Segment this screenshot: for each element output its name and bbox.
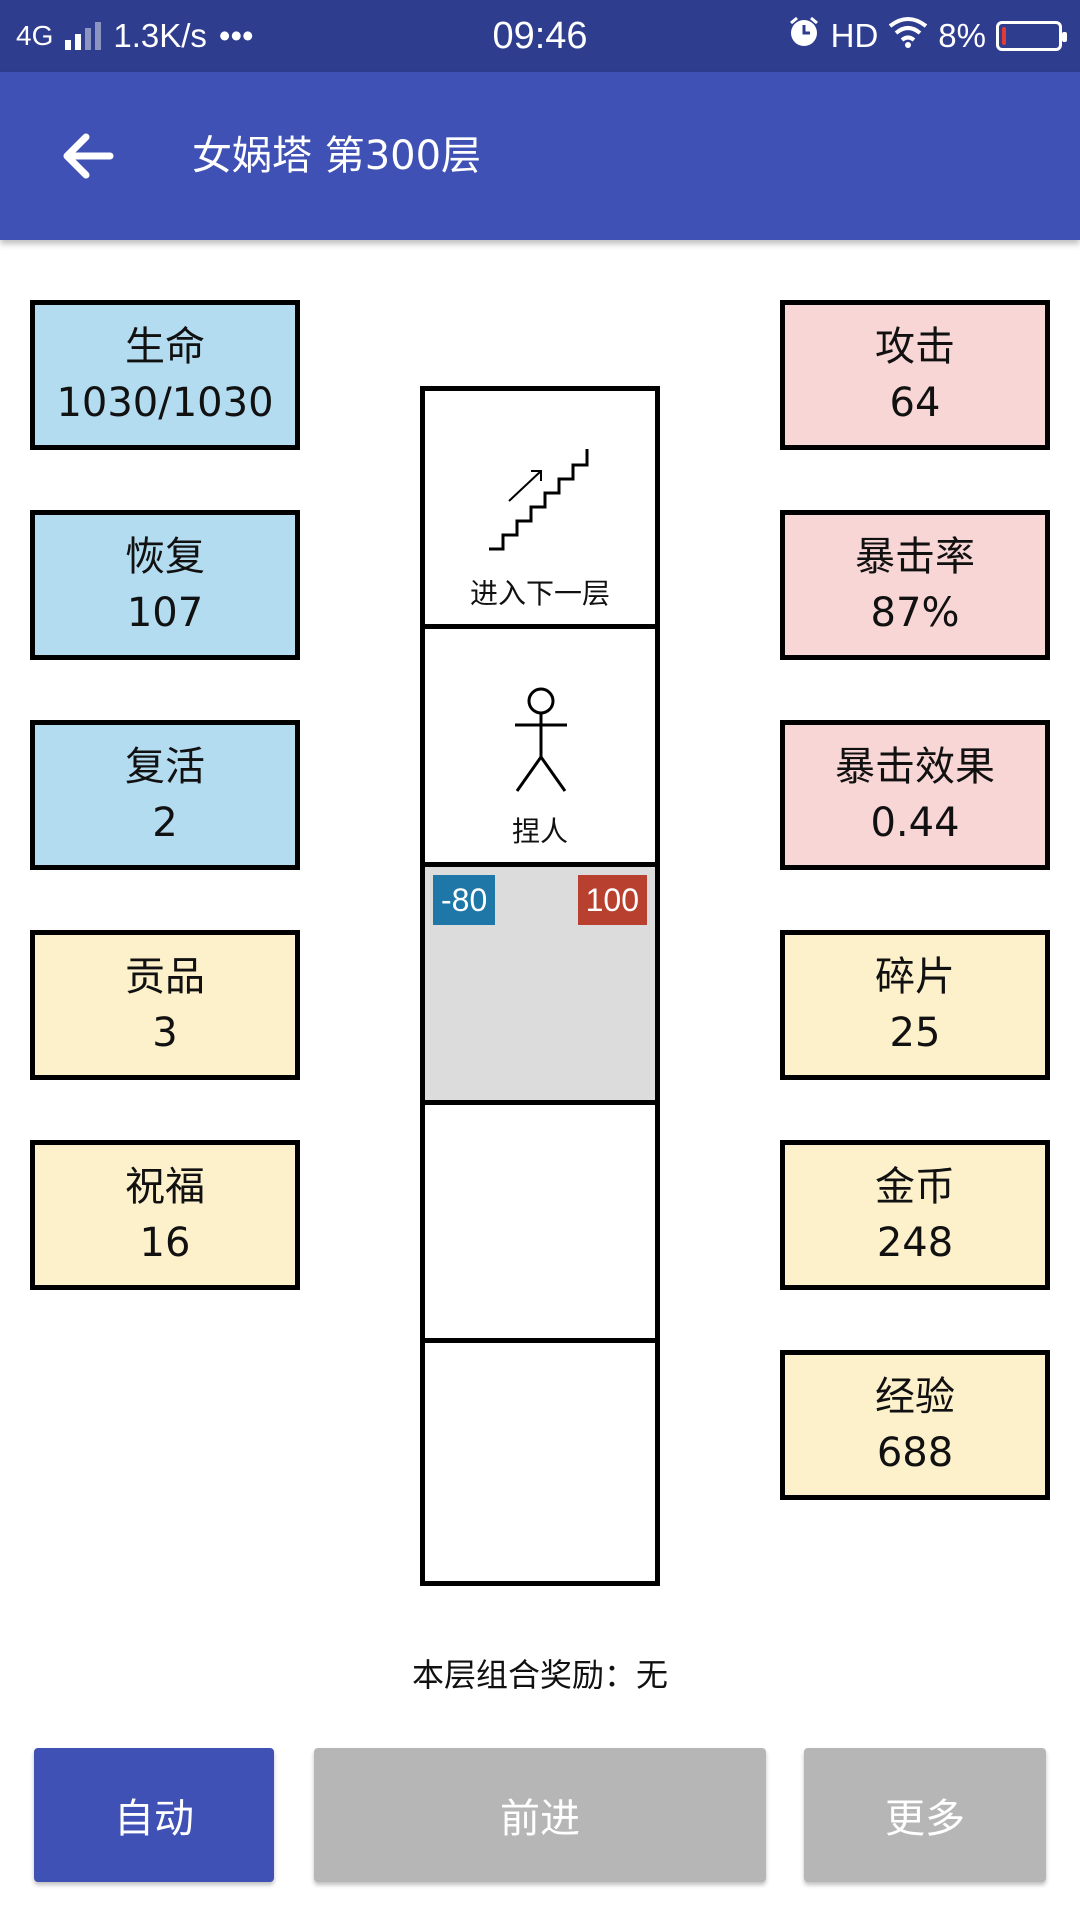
more-button[interactable]: 更多 <box>804 1748 1046 1882</box>
stat-value: 87% <box>870 590 960 636</box>
alarm-icon <box>787 15 821 57</box>
stat-value: 107 <box>126 590 204 636</box>
stat-value: 3 <box>152 1010 178 1056</box>
stat-card-recovery: 恢复 107 <box>30 510 300 660</box>
stat-label: 生命 <box>125 324 205 370</box>
battery-fill <box>1002 27 1006 45</box>
wifi-icon <box>888 16 928 56</box>
stat-value: 1030/1030 <box>56 380 274 426</box>
back-button[interactable] <box>58 126 118 186</box>
status-left: 4G 1.3K/s ••• <box>16 0 254 72</box>
stat-value: 248 <box>876 1220 954 1266</box>
stat-card-experience: 经验 688 <box>780 1350 1050 1500</box>
stat-card-crit-effect: 暴击效果 0.44 <box>780 720 1050 870</box>
stat-label: 经验 <box>875 1374 955 1420</box>
battery-icon <box>996 21 1067 51</box>
floor-label: 捏人 <box>511 815 568 848</box>
stat-label: 祝福 <box>125 1164 205 1210</box>
stat-label: 碎片 <box>875 954 955 1000</box>
clock: 09:46 <box>492 15 588 57</box>
signal-icon <box>65 22 102 50</box>
forward-button[interactable]: 前进 <box>314 1748 766 1882</box>
stat-label: 复活 <box>125 744 205 790</box>
status-right: HD 8% <box>787 0 1067 72</box>
stat-card-attack: 攻击 64 <box>780 300 1050 450</box>
stat-card-blessing: 祝福 16 <box>30 1140 300 1290</box>
stat-card-tribute: 贡品 3 <box>30 930 300 1080</box>
page-title: 女娲塔 第300层 <box>192 133 482 179</box>
stat-value: 16 <box>139 1220 191 1266</box>
tower-floor-current[interactable]: -80 100 <box>425 867 655 1105</box>
battery-percent: 8% <box>938 17 986 54</box>
stick-figure-icon <box>515 687 567 792</box>
arrow-back-icon <box>63 133 114 179</box>
app-bar: 女娲塔 第300层 <box>0 72 1080 240</box>
tower-column: 进入下一层 捏人 -80 100 <box>420 386 660 1586</box>
tower-floor-empty <box>425 1105 655 1343</box>
stat-card-life: 生命 1030/1030 <box>30 300 300 450</box>
stat-label: 金币 <box>875 1164 955 1210</box>
tower-floor-empty <box>425 1343 655 1581</box>
stat-label: 贡品 <box>125 954 205 1000</box>
floor-reward-text: 本层组合奖励：无 <box>411 1656 668 1694</box>
more-dots-icon: ••• <box>218 17 254 54</box>
stat-label: 暴击效果 <box>835 744 995 790</box>
stat-card-fragments: 碎片 25 <box>780 930 1050 1080</box>
stat-label: 攻击 <box>875 324 955 370</box>
auto-button[interactable]: 自动 <box>34 1748 274 1882</box>
stat-label: 恢复 <box>125 534 205 580</box>
tower-floor-character[interactable]: 捏人 <box>425 629 655 867</box>
stat-card-crit-rate: 暴击率 87% <box>780 510 1050 660</box>
stat-value: 25 <box>889 1010 941 1056</box>
badge-monster-hp: 100 <box>577 875 647 925</box>
stat-value: 64 <box>889 380 941 426</box>
stat-value: 0.44 <box>870 800 960 846</box>
network-type: 4G <box>16 20 54 51</box>
stairs-icon <box>489 449 589 551</box>
floor-label: 进入下一层 <box>469 577 610 610</box>
badge-damage: -80 <box>433 875 496 925</box>
stat-label: 暴击率 <box>855 534 975 580</box>
stat-value: 2 <box>152 800 178 846</box>
stat-card-gold: 金币 248 <box>780 1140 1050 1290</box>
tower-floor-stairs[interactable]: 进入下一层 <box>425 391 655 629</box>
status-bar: 4G 1.3K/s ••• 09:46 HD 8% <box>0 0 1080 72</box>
stat-card-revive: 复活 2 <box>30 720 300 870</box>
network-speed: 1.3K/s <box>113 17 207 54</box>
stat-value: 688 <box>876 1430 954 1476</box>
hd-label: HD <box>830 17 879 54</box>
